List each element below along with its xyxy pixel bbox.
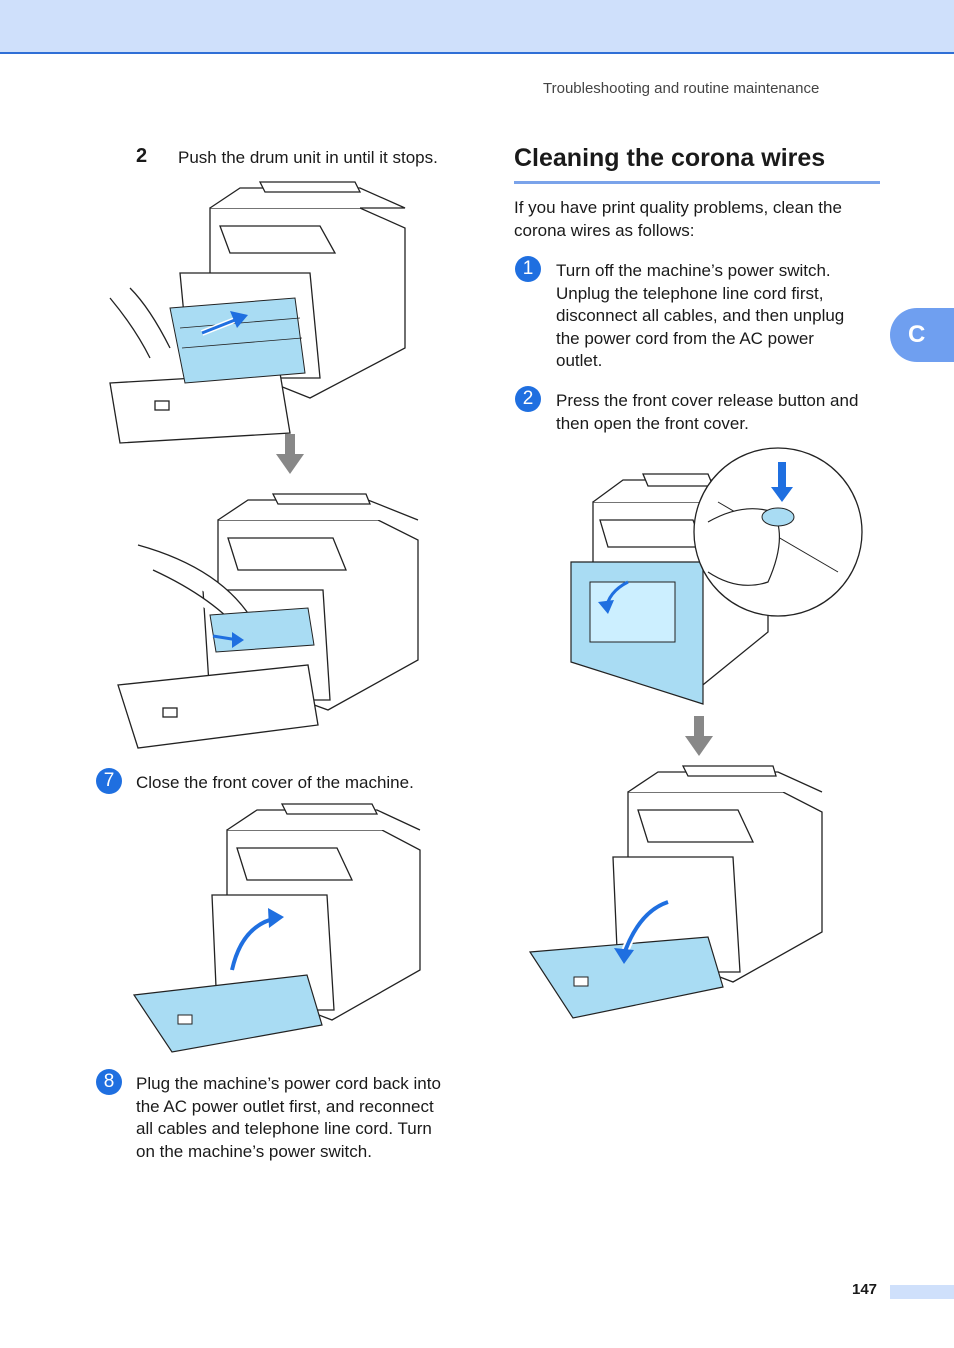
printer-cover-release-illustration [570, 447, 863, 705]
sub-step-text: Push the drum unit in until it stops. [178, 148, 438, 167]
step-2-badge: 2 [515, 386, 541, 412]
step-8-line: Plug the machine’s power cord back into [136, 1074, 441, 1093]
running-title: Troubleshooting and routine maintenance [543, 80, 820, 97]
title-rule [514, 181, 880, 184]
step-1-line: the power cord from the AC power [556, 328, 814, 348]
step-2-text: Press the front cover release button and… [556, 390, 886, 435]
printer-cover-close-illustration [132, 803, 421, 1053]
down-arrow-icon [276, 434, 304, 474]
step-1-line: disconnect all cables, and then unplug [556, 306, 845, 325]
step-1-badge: 1 [515, 256, 541, 282]
step-2-line: then open the front cover. [556, 413, 749, 433]
step-8-badge: 8 [96, 1069, 122, 1095]
step-8-line: on the machine’s power switch. [136, 1141, 372, 1161]
printer-drum-insert-illustration [109, 181, 406, 444]
intro-text: If you have print quality problems, clea… [514, 198, 842, 240]
step-1-line: Unplug the telephone line cord first, [556, 283, 824, 303]
chapter-tab: C [890, 308, 954, 362]
page-number: 147 [852, 1281, 878, 1298]
step-8-line: all cables and telephone line cord. Turn [136, 1119, 432, 1138]
down-arrow-icon [685, 716, 713, 756]
header-band [0, 0, 954, 54]
page-number-bar [890, 1285, 954, 1299]
section-title: Cleaning the corona wires [514, 144, 826, 172]
sub-step-number: 2 [136, 145, 148, 167]
printer-drum-pushed-illustration [117, 493, 419, 749]
step-2-line: Press the front cover release button and [556, 391, 859, 410]
step-8-text: Plug the machine’s power cord back into … [136, 1073, 466, 1163]
step-1-line: outlet. [556, 351, 603, 370]
step-7-text: Close the front cover of the machine. [136, 773, 414, 792]
step-1-line: Turn off the machine’s power switch. [556, 261, 831, 280]
step-7-badge: 7 [96, 768, 122, 794]
printer-cover-open-illustration [528, 765, 823, 1019]
step-1-text: Turn off the machine’s power switch. Unp… [556, 260, 886, 373]
step-8-line: the AC power outlet first, and reconnect [136, 1096, 434, 1116]
